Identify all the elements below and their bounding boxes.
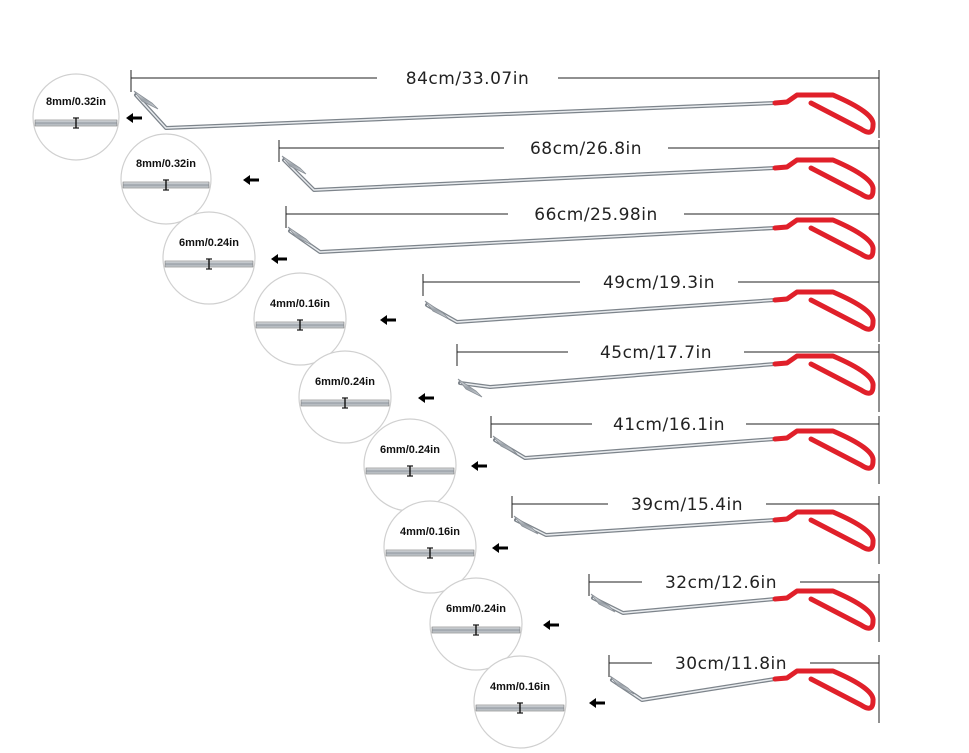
magnifier-circle	[429, 577, 523, 671]
diameter-detail: 4mm/0.16in	[473, 655, 567, 749]
diameter-detail: 4mm/0.16in	[253, 272, 347, 366]
tool-8: 32cm/12.6in 6mm/0.24in	[429, 573, 880, 671]
tool-4: 49cm/19.3in 4mm/0.16in	[253, 272, 880, 366]
tool-3: 66cm/25.98in 6mm/0.24in	[162, 205, 880, 305]
diameter-label: 4mm/0.16in	[400, 526, 460, 538]
tool-9: 30cm/11.8in 4mm/0.16in	[473, 654, 880, 749]
diameter-detail: 6mm/0.24in	[429, 577, 523, 671]
red-handle	[772, 353, 876, 396]
length-label: 68cm/26.8in	[530, 139, 642, 159]
diameter-label: 6mm/0.24in	[380, 444, 440, 456]
diameter-detail: 6mm/0.24in	[162, 211, 256, 305]
arrow-left-icon	[471, 461, 487, 471]
red-handle	[772, 157, 876, 200]
tool-1: 84cm/33.07in 8mm/0.32in	[32, 69, 880, 161]
length-label: 41cm/16.1in	[613, 415, 725, 435]
tool-5: 45cm/17.7in 6mm/0.24in	[298, 343, 880, 444]
red-handle	[772, 289, 876, 332]
diameter-detail: 6mm/0.24in	[363, 418, 457, 512]
magnifier-circle	[32, 73, 120, 161]
arrow-left-icon	[243, 175, 259, 185]
arrow-left-icon	[271, 254, 287, 264]
rod-tip	[281, 155, 307, 175]
red-handle	[772, 588, 876, 631]
diameter-label: 6mm/0.24in	[179, 237, 239, 249]
magnifier-circle	[162, 211, 256, 305]
rod-tip	[609, 675, 635, 695]
length-label: 84cm/33.07in	[406, 69, 529, 89]
arrow-left-icon	[418, 393, 434, 403]
tool-7: 39cm/15.4in 4mm/0.16in	[383, 495, 880, 594]
magnifier-circle	[473, 655, 567, 749]
length-label: 39cm/15.4in	[631, 495, 743, 515]
rod-tip	[492, 435, 518, 455]
arrow-left-icon	[380, 315, 396, 325]
diameter-detail: 8mm/0.32in	[120, 133, 212, 225]
arrow-left-icon	[543, 620, 559, 630]
rod-tip	[133, 90, 159, 110]
tool-2: 68cm/26.8in 8mm/0.32in	[120, 133, 880, 225]
magnifier-circle	[120, 133, 212, 225]
rod-shaft	[591, 596, 777, 615]
rod-tip	[590, 593, 616, 613]
rod-shaft	[134, 93, 777, 130]
diameter-detail: 6mm/0.24in	[298, 350, 392, 444]
red-handle	[772, 668, 876, 711]
magnifier-circle	[383, 500, 477, 594]
rod-tip	[457, 378, 483, 398]
tool-6: 41cm/16.1in 6mm/0.24in	[363, 415, 880, 512]
diameter-label: 8mm/0.32in	[46, 96, 106, 108]
length-label: 66cm/25.98in	[534, 205, 657, 225]
rod-shaft	[282, 158, 777, 192]
diameter-label: 8mm/0.32in	[136, 158, 196, 170]
diameter-label: 4mm/0.16in	[490, 681, 550, 693]
diameter-detail: 8mm/0.32in	[32, 73, 120, 161]
length-label: 45cm/17.7in	[600, 343, 712, 363]
arrow-left-icon	[126, 113, 142, 123]
red-handle	[772, 428, 876, 471]
length-label: 49cm/19.3in	[603, 273, 715, 293]
red-handle	[772, 92, 876, 135]
magnifier-circle	[363, 418, 457, 512]
magnifier-circle	[253, 272, 347, 366]
red-handle	[772, 217, 876, 260]
length-label: 32cm/12.6in	[665, 573, 777, 593]
red-handle	[772, 509, 876, 552]
arrow-left-icon	[589, 698, 605, 708]
rod-tip	[424, 300, 450, 320]
diameter-label: 6mm/0.24in	[315, 376, 375, 388]
magnifier-circle	[298, 350, 392, 444]
rod-tip	[513, 515, 539, 535]
rod-tip	[287, 226, 313, 246]
arrow-left-icon	[492, 543, 508, 553]
diameter-detail: 4mm/0.16in	[383, 500, 477, 594]
diameter-label: 6mm/0.24in	[446, 603, 506, 615]
length-label: 30cm/11.8in	[675, 654, 787, 674]
diameter-label: 4mm/0.16in	[270, 298, 330, 310]
